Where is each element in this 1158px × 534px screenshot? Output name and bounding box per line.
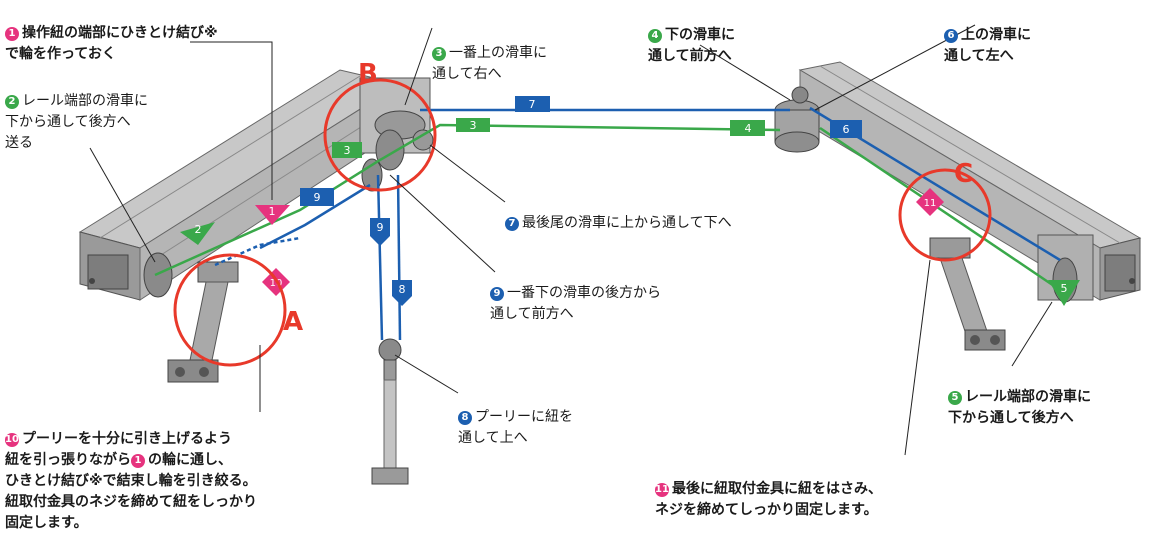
svg-text:7: 7 (529, 98, 536, 111)
arrow-marker-9a: 9 (300, 188, 334, 206)
step-number-badge: 2 (5, 95, 19, 109)
svg-text:1: 1 (269, 205, 276, 218)
step-number-badge: 9 (490, 287, 504, 301)
svg-text:6: 6 (843, 123, 850, 136)
marker-c: C (954, 159, 973, 189)
arrow-marker-5: 5 (1048, 280, 1080, 306)
step-number-badge: 4 (648, 29, 662, 43)
svg-text:2: 2 (195, 223, 202, 236)
arrow-marker-7: 7 (515, 96, 550, 112)
arrow-marker-2: 2 (180, 222, 215, 245)
right-rail (798, 61, 1142, 301)
step-reference-badge: 1 (131, 454, 145, 468)
arrow-marker-3b: 3 (332, 142, 362, 158)
arrow-marker-6: 6 (830, 120, 862, 138)
arrow-marker-4: 4 (730, 120, 765, 136)
detail-circle-c: C (898, 159, 992, 262)
marker-a: A (283, 307, 303, 337)
svg-text:3: 3 (470, 119, 477, 132)
left-rail (78, 69, 402, 301)
step-number-badge: 7 (505, 217, 519, 231)
step-number-badge: 3 (432, 47, 446, 61)
right-pulley-block (774, 86, 820, 153)
svg-text:9: 9 (314, 191, 321, 204)
arrow-marker-1: 1 (255, 205, 290, 225)
corner-pulley-block-b (359, 77, 434, 192)
step-number-badge: 10 (5, 433, 19, 447)
arrow-marker-8: 8 (392, 280, 412, 306)
step-number-badge: 11 (655, 483, 669, 497)
svg-text:11: 11 (924, 198, 937, 209)
detail-circle-a: A (173, 253, 303, 367)
arrow-marker-9b: 9 (370, 218, 390, 246)
lift-pulley (371, 338, 409, 485)
detail-circle-b: B (323, 59, 437, 192)
svg-text:10: 10 (270, 278, 283, 289)
svg-text:4: 4 (745, 122, 752, 135)
svg-text:8: 8 (399, 283, 406, 296)
arrow-marker-11: 11 (916, 188, 944, 216)
installation-diagram: 1 2 3 3 4 5 6 7 8 9 9 10 11 A B C (78, 24, 1142, 485)
cord-bracket-a (167, 261, 239, 383)
leader-lines (89, 24, 1053, 456)
svg-text:3: 3 (344, 144, 351, 157)
marker-b: B (358, 59, 378, 89)
step-number-badge: 1 (5, 27, 19, 41)
svg-text:9: 9 (377, 221, 384, 234)
step-number-badge: 8 (458, 411, 472, 425)
step-number-badge: 6 (944, 29, 958, 43)
step-number-badge: 5 (948, 391, 962, 405)
cord-arrows: 1 2 3 3 4 5 6 7 8 9 9 10 11 (180, 96, 1080, 306)
cord-bracket-c (929, 237, 1006, 351)
arrow-marker-3a: 3 (456, 118, 490, 132)
cord-green (154, 123, 1061, 292)
svg-text:5: 5 (1061, 282, 1068, 295)
